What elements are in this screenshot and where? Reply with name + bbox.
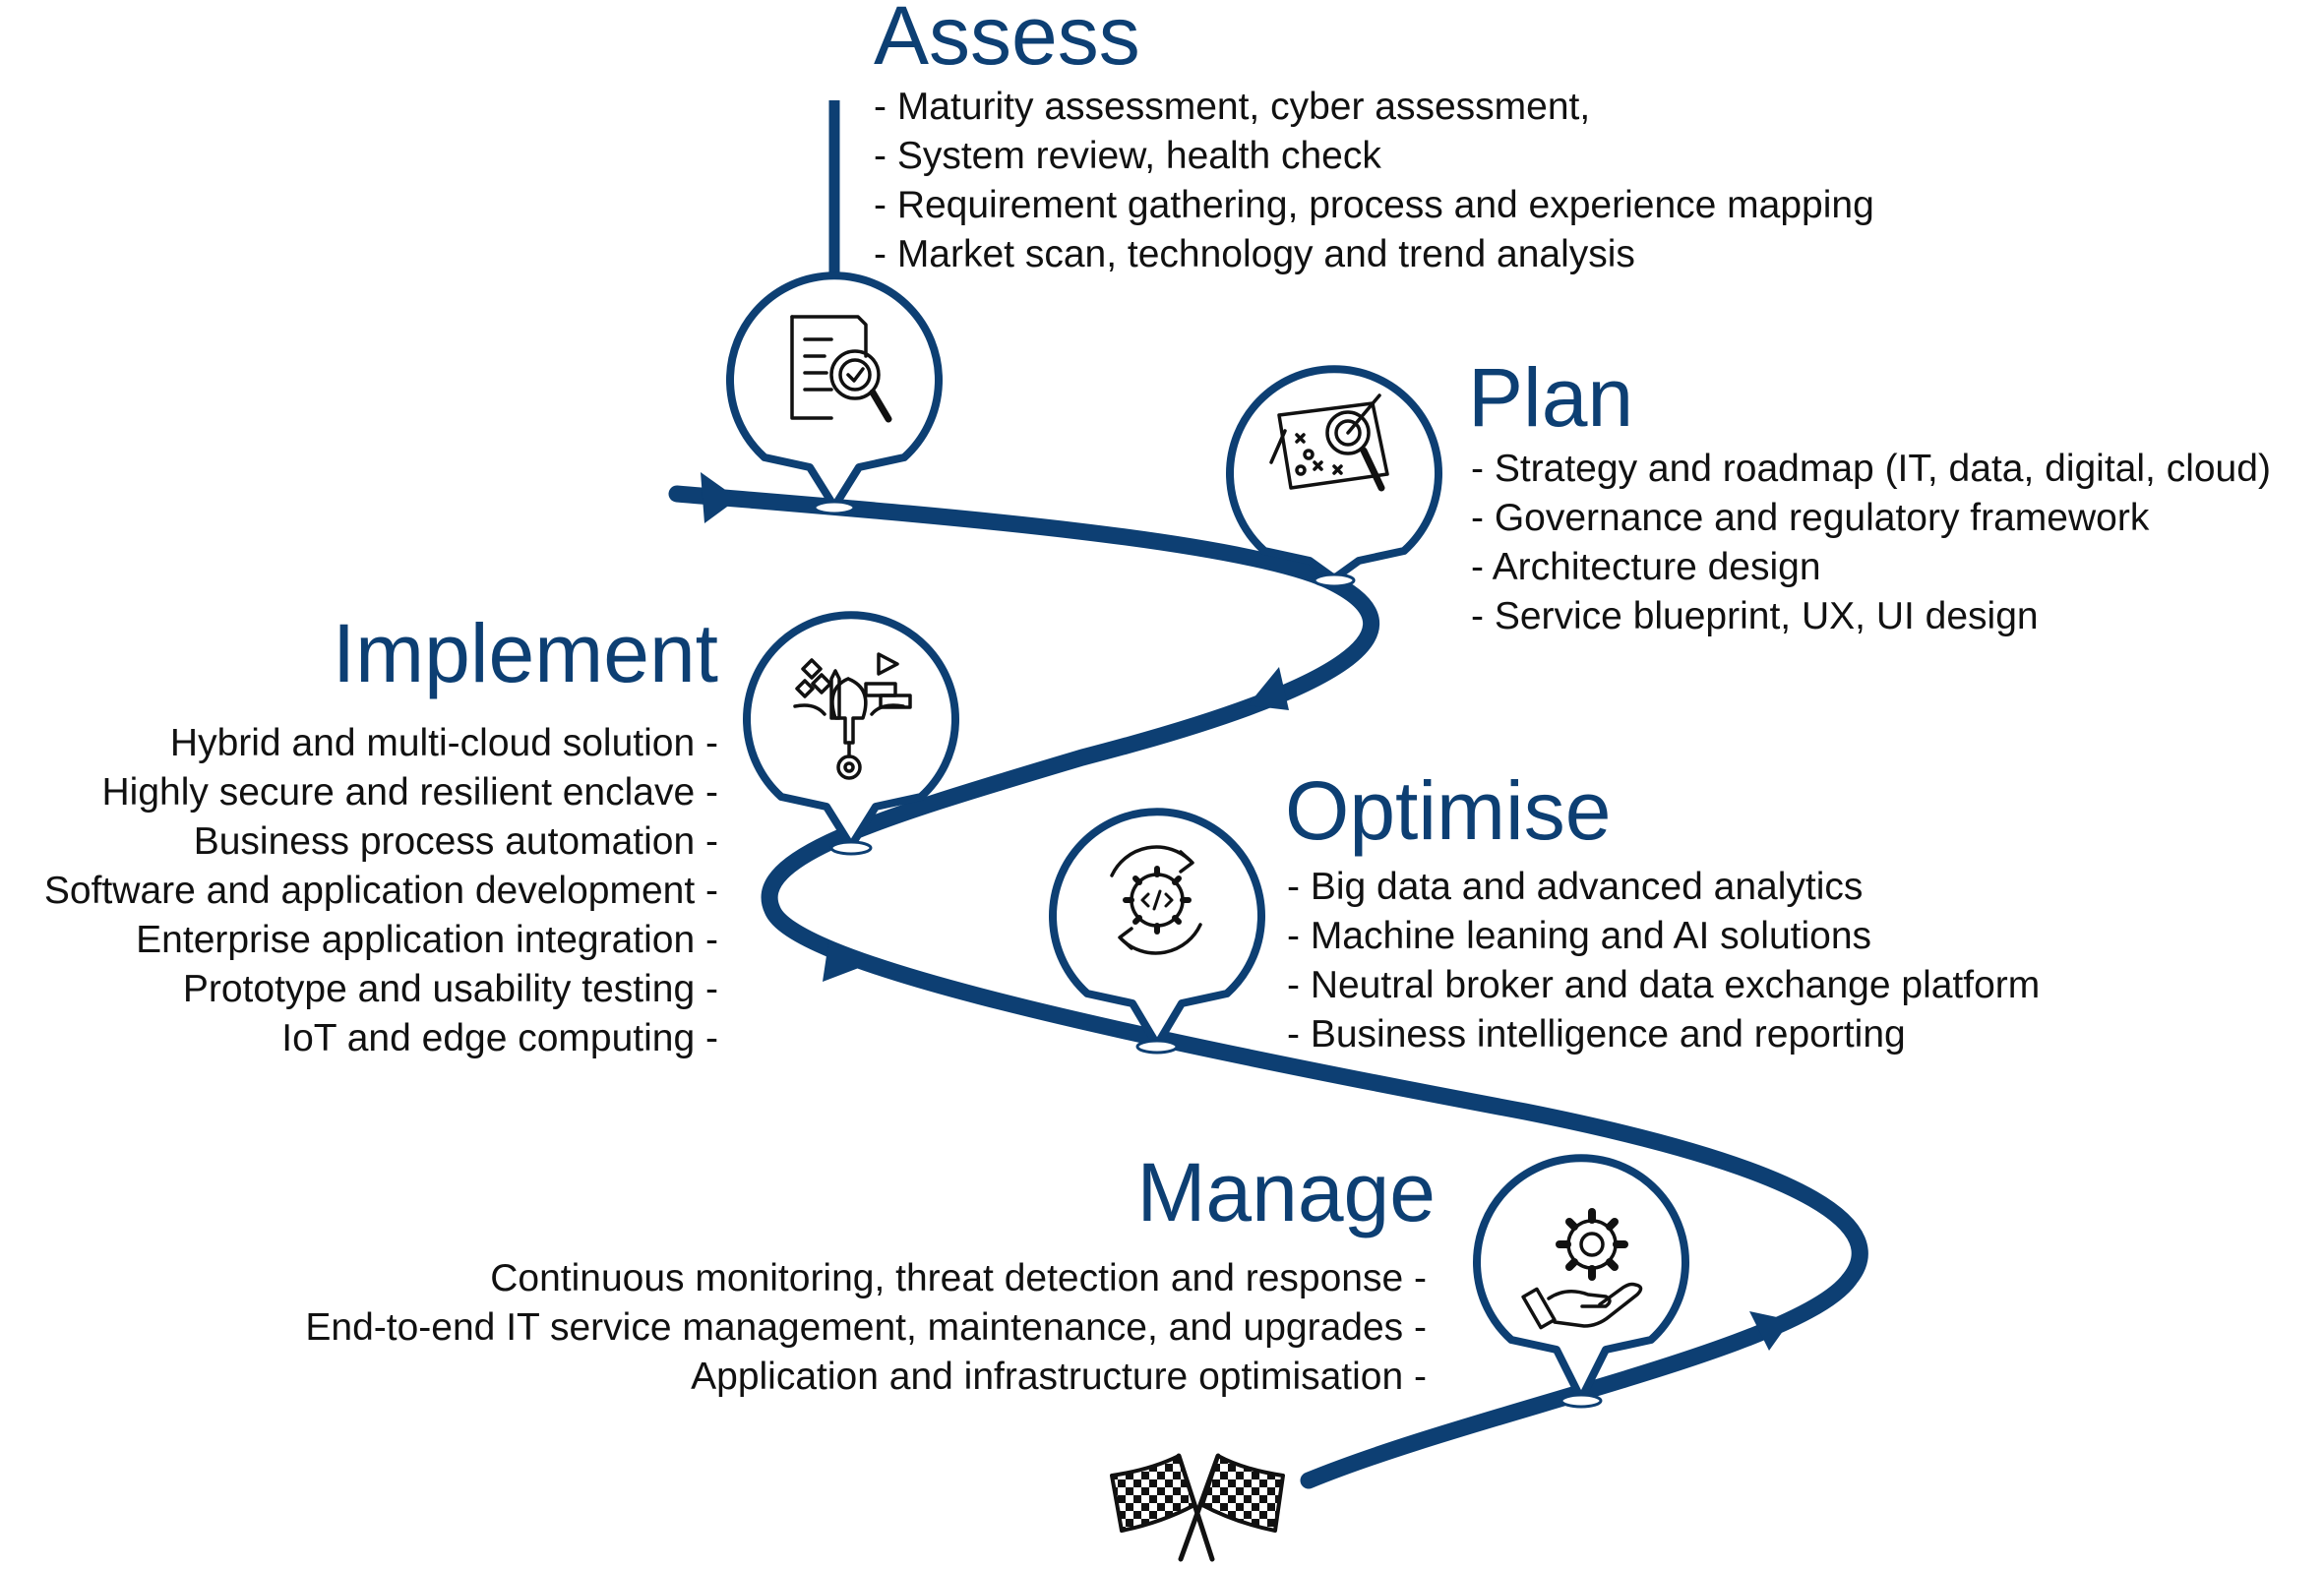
list-item: - Big data and advanced analytics <box>1287 866 1864 908</box>
right-flag <box>1200 1454 1285 1533</box>
list-item: - Governance and regulatory framework <box>1471 497 2150 539</box>
plan-pin <box>1226 365 1442 588</box>
assess-items: - Maturity assessment, cyber assessment,… <box>874 83 1874 279</box>
manage-title: Manage <box>1136 1146 1436 1238</box>
list-item: - Market scan, technology and trend anal… <box>874 233 1635 275</box>
optimise-title: Optimise <box>1285 764 1612 857</box>
build-tools-icon <box>793 652 912 780</box>
list-item: Prototype and usability testing - <box>182 968 718 1010</box>
direction-arrow <box>1749 1311 1791 1351</box>
list-item: - Neutral broker and data exchange platf… <box>1287 964 2041 1006</box>
manage-pin <box>1473 1154 1689 1409</box>
list-item: Software and application development - <box>43 870 718 912</box>
list-item: - Requirement gathering, process and exp… <box>874 184 1874 226</box>
list-item: Enterprise application integration - <box>136 919 718 961</box>
direction-arrow <box>1248 667 1289 710</box>
hand-gear-icon <box>1521 1208 1643 1330</box>
list-item: End-to-end IT service management, mainte… <box>305 1306 1427 1349</box>
list-item: Business process automation - <box>193 820 718 863</box>
assess-title: Assess <box>874 0 1140 82</box>
list-item: - Business intelligence and reporting <box>1287 1013 1906 1056</box>
strategy-board-icon <box>1269 393 1389 492</box>
implement-title: Implement <box>332 607 718 699</box>
code-gear-cycle-icon <box>1110 845 1202 955</box>
plan-title: Plan <box>1468 351 1634 444</box>
optimise-pin <box>1049 808 1265 1055</box>
left-flag <box>1110 1454 1196 1533</box>
list-item: - System review, health check <box>874 135 1381 177</box>
list-item: - Architecture design <box>1471 546 1821 588</box>
plan-items: - Strategy and roadmap (IT, data, digita… <box>1471 445 2271 641</box>
direction-arrow <box>823 942 864 982</box>
list-item: Application and infrastructure optimisat… <box>691 1356 1427 1398</box>
list-item: Hybrid and multi-cloud solution - <box>169 722 718 764</box>
list-item: - Machine leaning and AI solutions <box>1287 915 1872 957</box>
list-item: IoT and edge computing - <box>281 1017 718 1059</box>
list-item: Continuous monitoring, threat detection … <box>490 1257 1427 1299</box>
document-search-icon <box>790 315 892 423</box>
implement-pin <box>743 611 959 856</box>
checkered-flags-icon <box>1110 1453 1285 1562</box>
manage-items: Continuous monitoring, threat detection … <box>305 1254 1427 1402</box>
list-item: Highly secure and resilient enclave - <box>101 771 718 814</box>
assess-pin <box>726 272 943 515</box>
list-item: - Service blueprint, UX, UI design <box>1471 595 2039 637</box>
direction-arrow <box>701 472 738 523</box>
list-item: - Maturity assessment, cyber assessment, <box>874 86 1591 128</box>
list-item: - Strategy and roadmap (IT, data, digita… <box>1471 448 2271 490</box>
implement-items: Hybrid and multi-cloud solution - Highly… <box>44 719 718 1063</box>
optimise-items: - Big data and advanced analytics - Mach… <box>1287 863 2040 1059</box>
